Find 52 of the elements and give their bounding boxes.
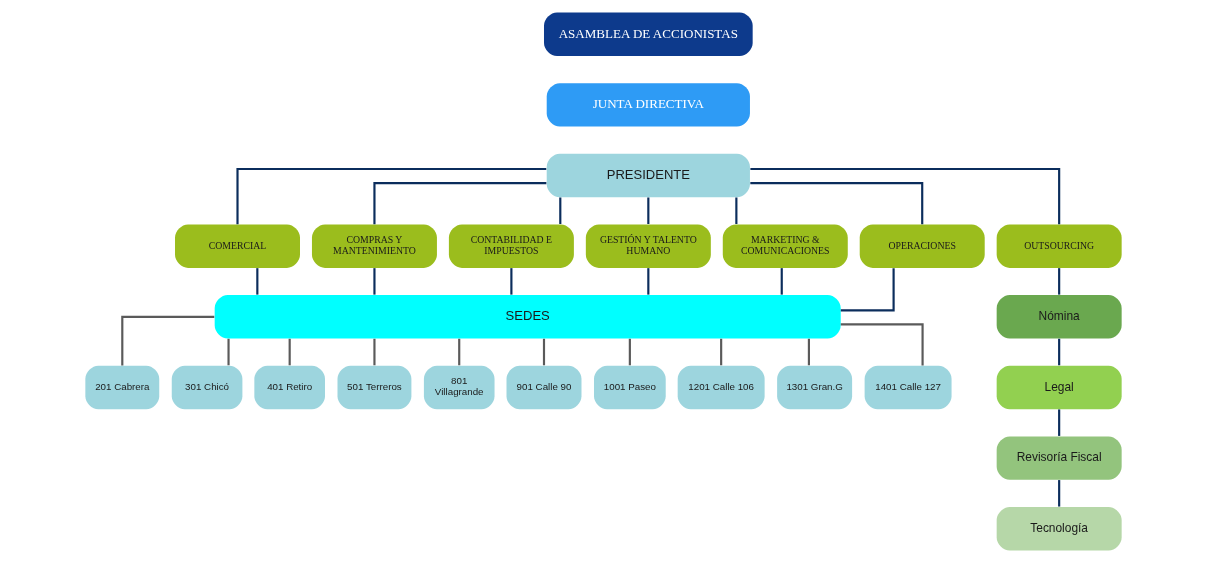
node-box: COMERCIAL <box>174 224 300 268</box>
node-box: Revisoría Fiscal <box>996 436 1122 480</box>
node-box: MARKETING & COMUNICACIONES <box>722 224 848 268</box>
node-box: 1201 Calle 106 <box>677 365 765 410</box>
node-box: 1001 Paseo <box>593 365 666 410</box>
connector <box>734 197 737 224</box>
node-box: 801 Villagrande <box>423 365 495 410</box>
node-box: JUNTA DIRECTIVA <box>546 83 750 127</box>
connector <box>255 268 258 295</box>
connector <box>749 182 923 225</box>
node-box: Legal <box>996 365 1122 410</box>
node-box: 201 Cabrera <box>84 365 159 410</box>
connector <box>646 268 649 295</box>
connector <box>457 338 460 366</box>
connector <box>372 338 376 366</box>
connector <box>558 197 561 224</box>
node-box: 1401 Calle 127 <box>864 365 952 410</box>
node-box: 1301 Gran.G <box>776 365 852 410</box>
connector <box>372 268 376 295</box>
connector <box>628 338 631 366</box>
connector <box>646 197 649 224</box>
connector <box>120 315 214 366</box>
connector <box>288 338 291 366</box>
node-box: CONTABILIDAD E IMPUESTOS <box>448 224 574 268</box>
connector <box>372 182 546 225</box>
node-box: SEDES <box>214 295 841 339</box>
connector <box>1057 480 1060 507</box>
connector <box>719 338 722 366</box>
node-box: OUTSOURCING <box>996 224 1122 268</box>
node-box: 401 Retiro <box>253 365 325 410</box>
connector <box>1057 338 1060 366</box>
connector <box>509 268 512 295</box>
connector <box>807 338 810 366</box>
node-box: GESTIÓN Y TALENTO HUMANO <box>585 224 711 268</box>
node-box: Nómina <box>996 295 1122 339</box>
connector <box>226 338 230 366</box>
connector <box>840 323 924 366</box>
node-box: 901 Calle 90 <box>506 365 581 410</box>
node-box: PRESIDENTE <box>546 153 750 198</box>
connector <box>235 167 546 225</box>
connector <box>840 268 895 312</box>
node-box: COMPRAS Y MANTENIMIENTO <box>311 224 437 268</box>
connector <box>1057 268 1060 295</box>
connector <box>542 338 545 366</box>
connector <box>1057 409 1060 436</box>
connector <box>749 167 1060 225</box>
node-box: OPERACIONES <box>859 224 985 268</box>
node-box: Tecnología <box>996 507 1122 551</box>
node-box: ASAMBLEA DE ACCIONISTAS <box>543 12 753 56</box>
connector <box>780 268 783 295</box>
node-box: 301 Chicó <box>171 365 242 410</box>
node-box: 501 Terreros <box>337 365 411 410</box>
